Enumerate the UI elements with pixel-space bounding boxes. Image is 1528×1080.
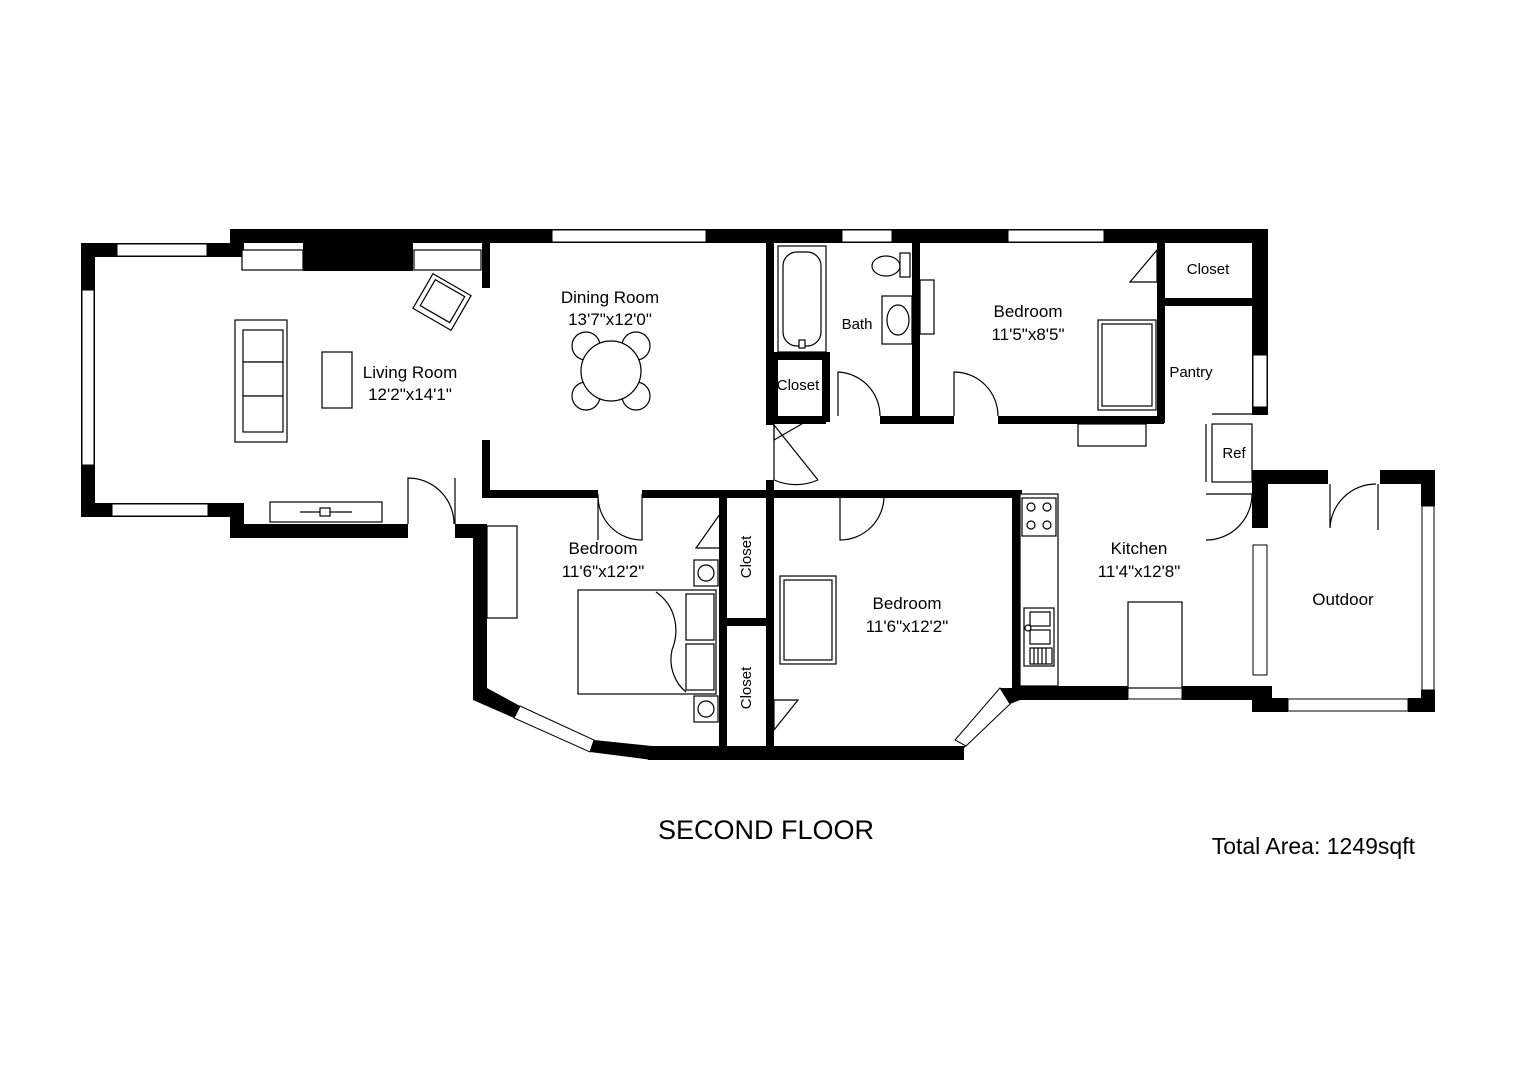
pantry-name: Pantry [1169,364,1213,381]
dining-room-dims: 13'7"x12'0" [568,310,652,329]
floor-title: SECOND FLOOR [658,815,874,845]
double-bed [577,589,717,695]
fixtures [234,245,1253,723]
ne-closet-name: Closet [1187,261,1230,278]
toilet [871,252,911,278]
fireplace-label: FP [345,253,364,270]
ref-name: Ref [1222,445,1246,462]
refrigerator [1211,423,1253,483]
bedroom-s-dims: 11'6"x12'2" [866,617,949,636]
bedroom-ne-name: Bedroom [994,302,1063,321]
nightstand-upper [693,559,719,587]
bathtub [777,245,827,353]
kitchen-name: Kitchen [1111,539,1168,558]
doors [407,248,1379,732]
living-room-dims: 12'2"x14'1" [368,385,452,404]
kitchen-dims: 11'4"x12'8" [1098,562,1181,581]
sink [881,295,913,345]
outdoor-name: Outdoor [1312,590,1374,609]
nightstand-lower [693,695,719,723]
kitchen-island [1127,601,1183,689]
bath-closet-name: Closet [777,377,820,394]
coffee-table [321,351,353,409]
dining-table [571,331,651,411]
stove [1021,497,1057,537]
bedroom-ne-dims: 11'5"x8'5" [991,325,1064,344]
bedroom-s-name: Bedroom [873,594,942,613]
labels: FP Living Room 12'2"x14'1" Dining Room 1… [345,253,1415,859]
bath-name: Bath [842,316,873,333]
windows [81,229,1435,753]
bedroom-sw-name: Bedroom [569,539,638,558]
armchair [412,272,472,332]
closet-lower-name: Closet [738,666,755,709]
kitchen-sink [1023,607,1055,667]
closet-upper-name: Closet [738,535,755,578]
total-area: Total Area: 1249sqft [1212,833,1416,859]
dining-room-name: Dining Room [561,288,659,307]
sofa [234,319,288,443]
bedroom-sw-dims: 11'6"x12'2" [562,562,645,581]
living-room-name: Living Room [363,363,458,382]
